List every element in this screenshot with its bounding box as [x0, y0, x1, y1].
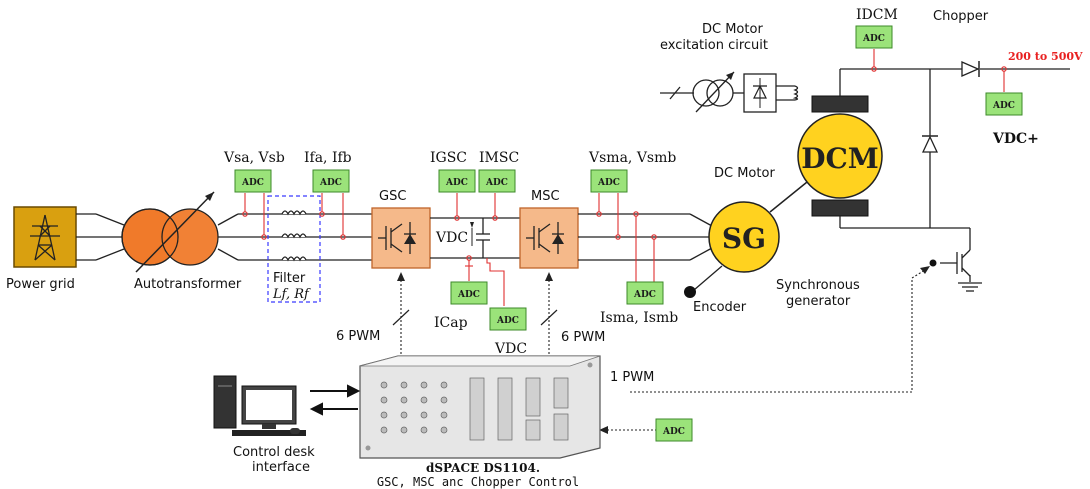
vdc-arrow	[470, 222, 474, 228]
label-imsc: IMSC	[479, 150, 519, 166]
idcm-sense-wire	[871, 49, 1007, 92]
label-vdc-plus: VDC+	[992, 131, 1039, 147]
adc-idcm: ADC	[855, 25, 893, 49]
adc-vdc: ADC	[489, 307, 527, 331]
chopper-label: Chopper	[933, 9, 989, 24]
igbt-gate-dot	[929, 259, 937, 267]
excitation-arrow	[726, 72, 734, 80]
svg-text:ADC: ADC	[319, 178, 342, 188]
label-idcm: IDCM	[856, 7, 898, 23]
sync-gen-label-1: Synchronous	[776, 278, 860, 293]
svg-text:ADC: ADC	[662, 427, 685, 437]
dc-sense-wires	[454, 193, 505, 306]
dc-motor-icon: DCM	[797, 95, 883, 217]
power-grid-label: Power grid	[6, 277, 75, 292]
synchronous-generator-icon: SG	[708, 201, 780, 273]
adc-icap: ADC	[450, 281, 488, 305]
msc-converter	[519, 207, 579, 269]
computer-icon	[213, 375, 306, 436]
adc-igsc: ADC	[438, 169, 476, 193]
label-isma-ismb: Isma, Ismb	[600, 310, 678, 326]
control-desk-label-2: interface	[252, 460, 310, 475]
svg-text:ADC: ADC	[241, 178, 264, 188]
dc-motor-label: DC Motor	[714, 166, 775, 181]
encoder-label: Encoder	[693, 300, 747, 315]
adc-imsc: ADC	[478, 169, 516, 193]
pwm-links	[400, 269, 926, 431]
adc-arrow-dspace	[599, 426, 608, 434]
pwm-arrow-chopper	[920, 266, 930, 274]
grid-sense-wires	[242, 193, 346, 240]
series-diode-icon	[961, 61, 980, 77]
freewheel-diode-icon	[921, 135, 939, 153]
excitation-circuit-icon	[660, 71, 799, 113]
svg-text:ADC: ADC	[445, 178, 468, 188]
svg-text:ADC: ADC	[597, 178, 620, 188]
svg-text:ADC: ADC	[992, 101, 1015, 111]
filter-inductors	[281, 210, 307, 262]
filter-params: Lf, Rf	[272, 287, 311, 302]
gsc-label: GSC	[379, 189, 406, 204]
ac-machine-side-lines	[578, 213, 713, 261]
label-ifa-ifb: Ifa, Ifb	[304, 150, 352, 166]
dspace-subtitle: GSC, MSC anc Chopper Control	[377, 475, 579, 489]
adc-isma-ismb: ADC	[626, 281, 664, 305]
dc-link	[430, 217, 520, 259]
dspace-board-icon	[359, 355, 601, 459]
control-desk-label-1: Control desk	[233, 445, 315, 460]
label-icap: ICap	[434, 315, 468, 331]
svg-text:DCM: DCM	[801, 142, 879, 175]
svg-text:ADC: ADC	[496, 316, 519, 326]
label-igsc: IGSC	[430, 150, 467, 166]
ground-icon	[958, 282, 982, 292]
gsc-converter	[371, 207, 431, 269]
machine-sense-wires	[596, 193, 657, 282]
adc-vdc-plus: ADC	[985, 92, 1023, 116]
adc-vsa-vsb: ADC	[234, 169, 272, 193]
adc-ifa-ifb: ADC	[312, 169, 350, 193]
chopper-igbt-icon	[940, 249, 971, 277]
excitation-label-1: DC Motor	[702, 22, 763, 37]
one-pwm-label: 1 PWM	[610, 370, 654, 385]
label-vdc-bottom: VDC	[494, 341, 527, 357]
pwm-arrow-msc	[545, 272, 553, 281]
comm-arrows	[309, 384, 361, 416]
grid-lines	[76, 213, 125, 261]
voltage-range-label: 200 to 500V	[1008, 50, 1083, 63]
sync-gen-label-2: generator	[786, 294, 851, 309]
chopper-circuit	[839, 68, 1070, 282]
svg-text:ADC: ADC	[485, 178, 508, 188]
svg-text:SG: SG	[722, 222, 766, 255]
autotransformer-label: Autotransformer	[134, 277, 242, 292]
encoder-shaft	[693, 265, 723, 291]
label-vsma-vsmb: Vsma, Vsmb	[588, 150, 676, 166]
svg-text:ADC: ADC	[457, 290, 480, 300]
shaft-coupling	[769, 177, 813, 213]
adc-vsma-vsmb: ADC	[590, 169, 628, 193]
autotransformer-icon	[121, 191, 219, 273]
filter-box	[267, 195, 321, 303]
label-vsa-vsb: Vsa, Vsb	[223, 150, 285, 166]
power-grid-icon	[13, 206, 77, 268]
svg-text:ADC: ADC	[862, 34, 885, 44]
svg-text:ADC: ADC	[633, 290, 656, 300]
adc-chopper-in: ADC	[655, 418, 693, 442]
six-pwm-right-label: 6 PWM	[561, 330, 605, 345]
excitation-label-2: excitation circuit	[660, 38, 768, 53]
pwm-arrow-gsc	[397, 272, 405, 281]
six-pwm-left-label: 6 PWM	[336, 329, 380, 344]
msc-label: MSC	[531, 189, 560, 204]
filter-label: Filter	[273, 271, 306, 286]
encoder-icon	[684, 286, 696, 298]
dspace-title: dSPACE DS1104.	[426, 461, 540, 475]
label-vdc-cap: VDC	[435, 230, 468, 246]
